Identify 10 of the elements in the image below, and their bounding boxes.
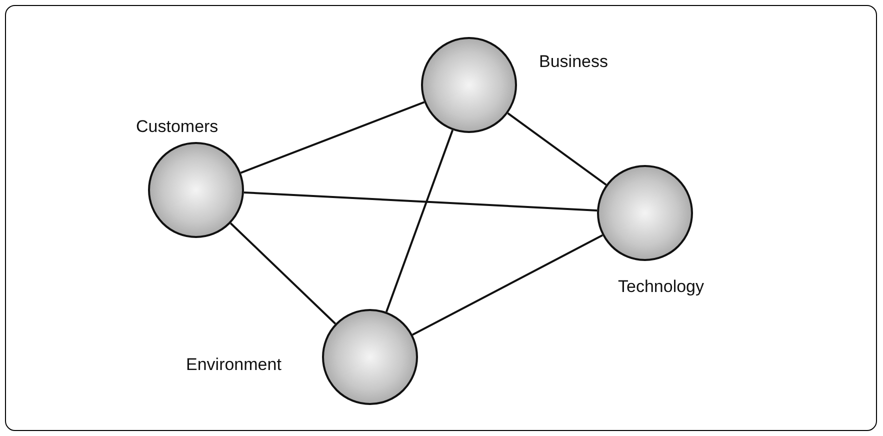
connector-line (507, 112, 607, 186)
connector-line (244, 191, 598, 212)
connector-line (412, 234, 603, 336)
connector-line (230, 222, 336, 324)
node-label: Technology (618, 277, 704, 297)
connector-line (240, 101, 425, 174)
node-label: Environment (186, 355, 282, 375)
node-label: Business (539, 52, 608, 72)
node-label: Customers (136, 117, 218, 137)
connector-line (385, 130, 454, 312)
